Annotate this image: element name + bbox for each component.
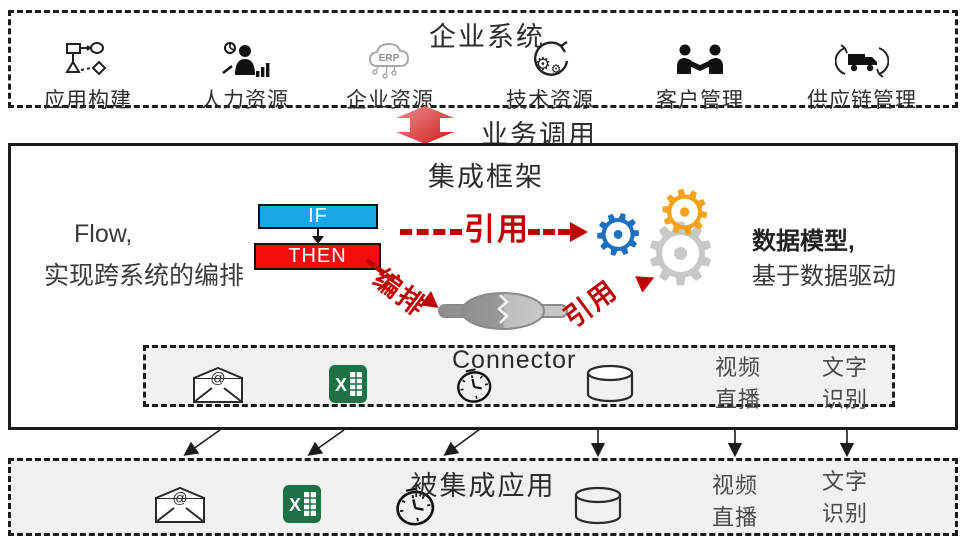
excel-icon-letter: X — [335, 375, 347, 395]
hr-person-icon — [165, 40, 325, 82]
email-icon: @ — [154, 486, 206, 524]
system-item-label: 应用构建 — [44, 89, 132, 112]
truck-cycle-icon — [782, 40, 942, 82]
connector-plug-icon — [436, 290, 570, 332]
svg-text:⚙: ⚙ — [551, 62, 562, 76]
system-item-tech: ⚙ ⚙ 技术资源 — [470, 40, 630, 114]
flow-note-line2: 实现跨系统的编排 — [44, 262, 245, 290]
excel-icon: X — [282, 484, 322, 524]
excel-icon: X — [328, 364, 368, 404]
database-icon — [571, 486, 625, 526]
video-live-line1: 视频 — [711, 473, 759, 498]
integration-framework-title: 集成框架 — [428, 162, 544, 192]
system-item-app-build: 应用构建 — [8, 40, 168, 114]
integrated-apps-title: 被集成应用 — [410, 471, 556, 501]
connector-box — [143, 345, 895, 407]
enterprise-systems-box — [8, 10, 958, 108]
ocr-line1: 文字 — [821, 355, 869, 380]
gear-orange-icon: ⚙ — [650, 171, 719, 254]
flowchart-icon — [8, 40, 168, 82]
erp-icon-text: ERP — [379, 53, 400, 64]
excel-icon-letter: X — [289, 495, 301, 515]
video-live-line1: 视频 — [714, 355, 762, 380]
integration-arrows — [0, 428, 972, 460]
email-icon: @ — [192, 366, 244, 404]
system-item-scm: 供应链管理 — [782, 40, 942, 114]
clock-icon — [455, 367, 493, 405]
gear-gray-icon: ⚙ — [642, 205, 720, 305]
ocr-line2: 识别 — [821, 386, 869, 412]
database-icon — [584, 364, 636, 404]
system-item-label: 客户管理 — [656, 89, 744, 112]
system-item-hr: 人力资源 — [165, 40, 325, 114]
erp-cloud-icon: ERP — [310, 40, 470, 82]
flow-note-line1: Flow, — [74, 220, 133, 248]
reference-top-label: 引用 — [464, 212, 530, 247]
system-item-crm: 客户管理 — [620, 40, 780, 114]
clock-icon — [394, 486, 436, 528]
if-then-connector-line — [317, 229, 319, 237]
connector-ocr-label: 文字 识别 — [822, 352, 868, 416]
svg-text:@: @ — [210, 370, 225, 387]
apps-video-live-label: 视频 直播 — [712, 470, 758, 534]
video-live-line2: 直播 — [714, 386, 762, 412]
handshake-icon — [620, 40, 780, 82]
enterprise-systems-title: 企业系统 — [429, 22, 545, 52]
if-box: IF — [258, 204, 378, 229]
ocr-line1: 文字 — [821, 469, 869, 494]
reference-arrowhead-icon — [570, 222, 588, 242]
data-model-note-line2: 基于数据驱动 — [752, 263, 896, 290]
system-item-label: 人力资源 — [201, 89, 289, 112]
then-box: THEN — [254, 243, 381, 270]
apps-ocr-label: 文字 识别 — [822, 466, 868, 530]
if-then-arrowhead-icon — [312, 236, 324, 244]
connector-video-live-label: 视频 直播 — [715, 352, 761, 416]
reference-dash-right — [528, 229, 570, 235]
system-item-label: 技术资源 — [506, 89, 594, 112]
system-item-label: 企业资源 — [346, 89, 434, 112]
business-call-arrow-icon — [396, 106, 454, 144]
ocr-line2: 识别 — [821, 500, 869, 526]
tech-gears-icon: ⚙ ⚙ — [470, 40, 630, 82]
reference-dash-left — [400, 229, 462, 235]
system-item-erp: ERP 企业资源 — [310, 40, 470, 114]
video-live-line2: 直播 — [711, 504, 759, 530]
svg-text:⚙: ⚙ — [535, 54, 551, 75]
svg-text:@: @ — [172, 490, 187, 507]
data-model-note-line1: 数据模型, — [752, 228, 855, 255]
system-item-label: 供应链管理 — [807, 89, 917, 112]
